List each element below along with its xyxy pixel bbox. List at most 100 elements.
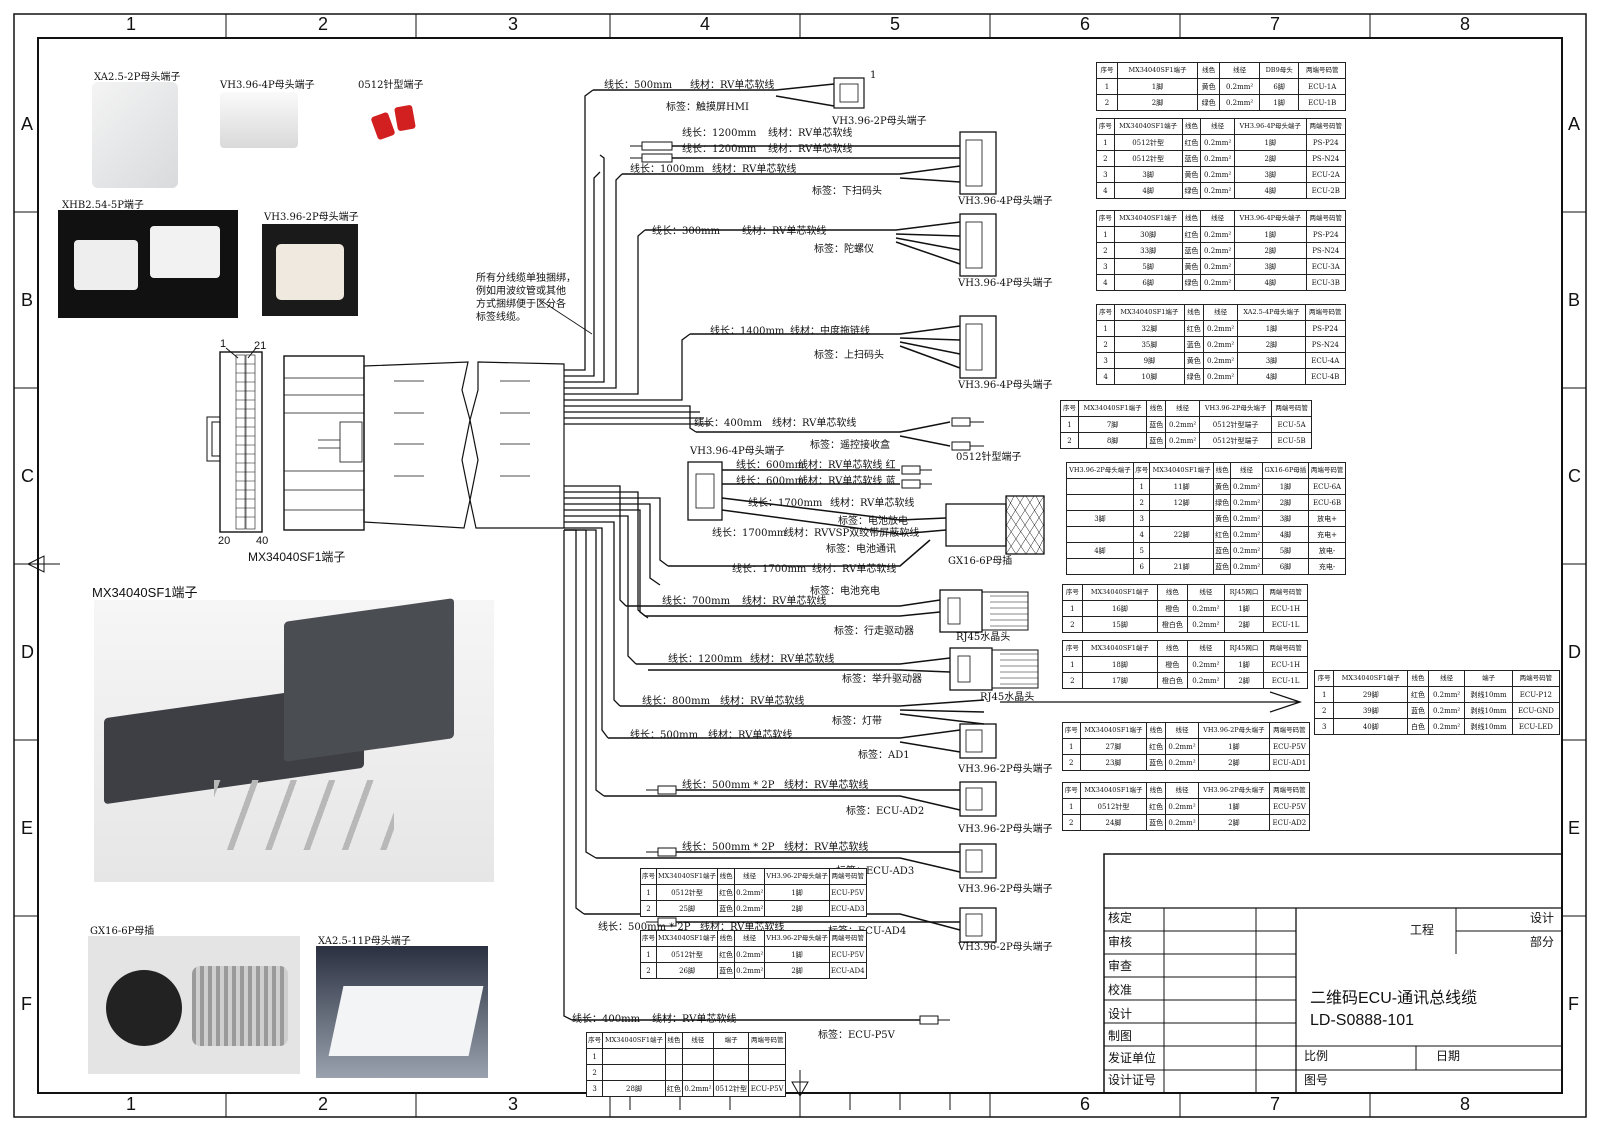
branch-tag: 标签：陀螺仪	[814, 244, 874, 255]
branch-material: 线材：RV单芯软线	[720, 696, 805, 707]
branch-tag: 标签：行走驱动器	[834, 626, 914, 637]
branch-tag: 标签：触摸屏HMI	[666, 102, 749, 113]
zone-col-7-bottom: 7	[1270, 1094, 1281, 1114]
branch-length: 线长：400mm	[572, 1014, 641, 1025]
branch-length: 线长：500mm	[604, 80, 673, 91]
branch-material: 线材：RV单芯软线 蓝	[798, 476, 896, 487]
gx16-body-shape	[192, 966, 288, 1046]
table-cell: 黄色	[1181, 258, 1202, 275]
connector-white-icon	[276, 244, 344, 300]
table-cell: 1脚	[1258, 94, 1300, 111]
branch-material: 线材：RV单芯软线	[768, 144, 853, 155]
zone-col-2-top: 2	[318, 14, 329, 34]
tb-review: 审核	[1108, 935, 1133, 949]
table-cell: 2脚	[1223, 616, 1265, 633]
tb-check: 审查	[1108, 959, 1133, 973]
branch-length: 线长：1200mm	[682, 128, 757, 139]
table-cell: ECU-AD1	[1268, 754, 1311, 771]
branch-material: 线材：RVVSP双绞带屏蔽软线	[784, 528, 920, 539]
vh2p-label: VH3.96-2P母头端子	[958, 824, 1053, 835]
table-cell: ECU-1L	[1263, 672, 1308, 689]
table-cell: 15脚	[1081, 616, 1159, 633]
branch-length: 线长：1200mm	[682, 144, 757, 155]
branch-material: 线材：RV单芯软线	[750, 654, 835, 665]
branch-material: 线材：RV单芯软线	[768, 128, 853, 139]
zone-col-3-bottom: 3	[508, 1094, 519, 1114]
table-cell: 黄色	[1181, 166, 1202, 183]
zone-col-6-bottom: 6	[1080, 1094, 1091, 1114]
table-cell: 红色	[1183, 320, 1204, 337]
tb-project: 工程	[1410, 923, 1435, 937]
table-cell: 2脚	[764, 962, 830, 979]
branch-length: 线长：1400mm	[710, 326, 785, 337]
table-cell: 24脚	[1079, 814, 1148, 831]
branch-material: 线材：RV单芯软线	[742, 226, 827, 237]
tb-design-dept: 设计	[1530, 911, 1555, 925]
photo-xa25-11p	[316, 946, 488, 1078]
table-cell: 充电-	[1308, 558, 1346, 575]
table-cell: 0.2mm²	[1230, 558, 1263, 575]
zone-row-c-right: C	[1568, 466, 1581, 486]
branch-length: 线长：500mm * 2P	[598, 922, 691, 933]
table-cell: 剥线10mm	[1464, 718, 1513, 735]
connector-white-icon	[74, 240, 138, 290]
bundle-note-line: 方式捆绑便于区分各	[476, 299, 566, 310]
branch-material: 线材：RV单芯软线 红	[798, 460, 896, 471]
branch-tag: 标签：电池放电	[838, 516, 908, 527]
vh2p-label: VH3.96-2P母头端子	[958, 884, 1053, 895]
branch-material: 线材：RV单芯软线	[708, 730, 793, 741]
branch-tag: 标签：ECU-P5V	[818, 1030, 895, 1041]
table-cell: 0.2mm²	[1200, 182, 1235, 199]
table-cell: ECU-2B	[1305, 182, 1347, 199]
branch-material: 线材：RV单芯软线	[812, 564, 897, 575]
branch-length: 线长：500mm	[630, 730, 699, 741]
zone-col-5-top: 5	[890, 14, 901, 34]
table-cell: 4	[1095, 368, 1116, 385]
table-row: 2	[585, 1064, 786, 1081]
photo-vh396-4p-caption: VH3.96-4P母头端子	[220, 80, 315, 91]
branch-tag: 标签：遥控接收盒	[810, 440, 890, 451]
table-cell: 6脚	[1261, 558, 1310, 575]
zone-col-8-bottom: 8	[1460, 1094, 1471, 1114]
zone-col-6-top: 6	[1080, 14, 1091, 34]
photo-xhb254	[58, 210, 238, 318]
vh2p-label: VH3.96-2P母头端子	[958, 764, 1053, 775]
zone-col-3-top: 3	[508, 14, 519, 34]
table-cell: 0.2mm²	[1200, 274, 1235, 291]
table-cell: 0.2mm²	[1164, 814, 1200, 831]
table-cell: 23脚	[1079, 754, 1148, 771]
branch-material: 线材：RV单芯软线	[830, 498, 915, 509]
table-cell: 2脚	[764, 900, 830, 917]
branch-material: 线材：RV单芯软线	[690, 80, 775, 91]
table-cell: ECU-1L	[1263, 616, 1308, 633]
tb-design: 设计	[1108, 1007, 1133, 1021]
drawing-title: 二维码ECU-通讯总线缆	[1310, 990, 1478, 1007]
photo-gx16	[88, 936, 300, 1074]
table-cell: 红色	[1181, 134, 1202, 151]
tb-part: 部分	[1530, 935, 1555, 949]
photo-xhb254-caption: XHB2.54-5P端子	[62, 200, 144, 211]
vh4p-left-label: VH3.96-4P母头端子	[690, 446, 785, 457]
photo-0512-caption: 0512针型端子	[358, 80, 424, 91]
zone-col-2-bottom: 2	[318, 1094, 329, 1114]
table-cell: 蓝色	[1212, 558, 1232, 575]
pin-21-label: 21	[254, 340, 267, 352]
